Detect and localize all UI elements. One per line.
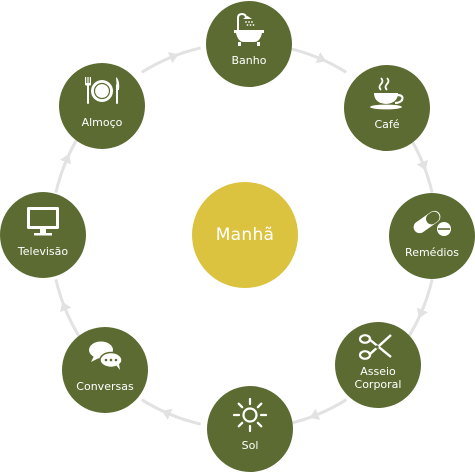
node-conversas[interactable]: Conversas [62,327,148,413]
ring-arc [287,46,348,74]
node-label: Televisão [17,245,69,258]
ring-arrow [416,307,428,319]
ring-arc [140,398,201,426]
node-label: Remédios [405,246,459,259]
bathtub-shower-icon [224,10,274,50]
center-circle: Manhã [192,182,298,288]
ring-arc [54,132,82,193]
ring-arrow [416,159,428,171]
node-sol[interactable]: Sol [207,386,293,472]
scissors-icon [353,327,403,367]
ring-arrow [60,153,72,165]
node-televisao[interactable]: Televisão [0,192,86,278]
node-label: Banho [231,54,267,67]
node-banho[interactable]: Banho [206,1,292,87]
plate-fork-knife-icon [77,72,127,112]
ring-arc [406,279,434,340]
coffee-cup-icon [362,74,412,114]
node-label: Asseio Corporal [335,365,421,391]
speech-bubbles-icon [80,336,130,376]
ring-arrow [167,52,179,64]
node-label: Café [374,118,400,131]
ring-arrow [161,408,173,420]
node-label: Almoço [81,116,123,129]
node-label: Sol [241,439,259,452]
node-remedios[interactable]: Remédios [389,193,475,279]
center-label: Manhã [215,225,275,245]
pills-icon [407,202,457,242]
node-almoco[interactable]: Almoço [59,63,145,149]
television-icon [18,201,68,241]
node-label: Conversas [76,380,134,393]
ring-arrow [315,52,327,64]
ring-arrow [60,301,72,313]
ring-arrow [309,408,321,420]
node-asseio-corporal[interactable]: Asseio Corporal [335,322,421,408]
node-label-line-1: Asseio [360,365,396,378]
sun-icon [225,395,275,435]
node-cafe[interactable]: Café [344,65,430,151]
node-label-line-2: Corporal [354,378,402,391]
